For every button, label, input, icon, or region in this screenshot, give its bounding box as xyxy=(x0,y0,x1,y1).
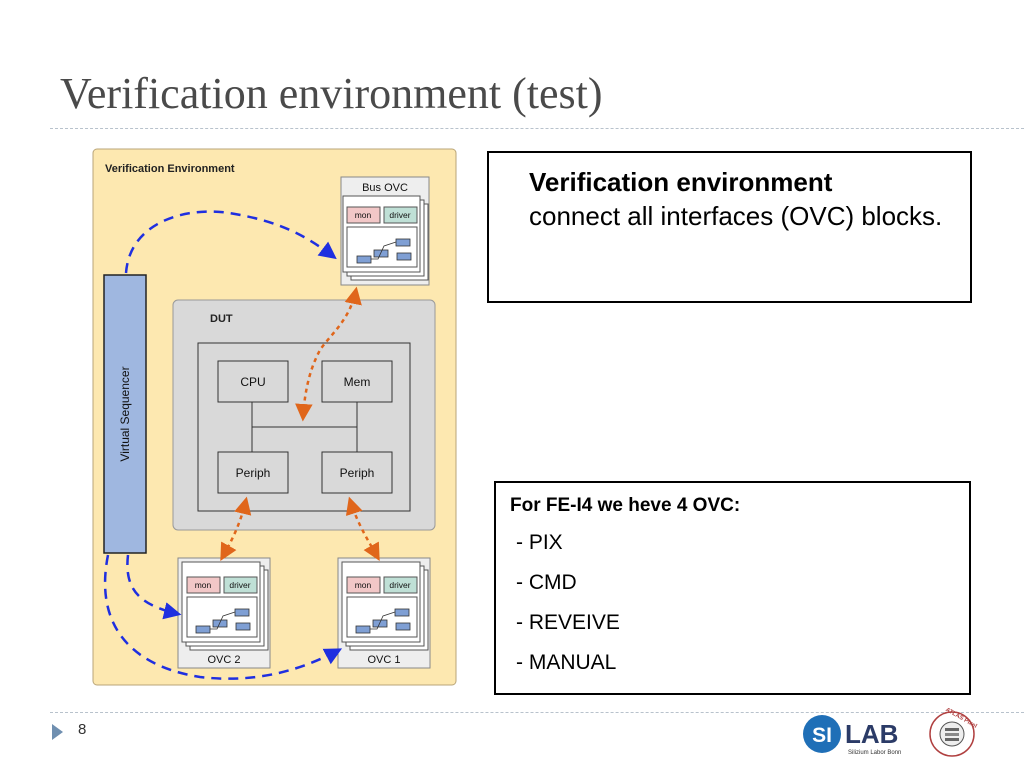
ovc2-driver: driver xyxy=(229,580,250,590)
ovc2-sequence-glyph xyxy=(195,608,251,634)
bus-ovc-sequence-glyph xyxy=(356,238,412,264)
ovc1-label: OVC 1 xyxy=(367,654,400,666)
callout-ovc-list: For FE-I4 we heve 4 OVC: - PIX - CMD - R… xyxy=(494,481,971,695)
ovc-1: mon driver OVC 1 xyxy=(337,557,431,669)
cpu-label: CPU xyxy=(240,375,265,389)
page-number: 8 xyxy=(78,721,87,738)
page-marker-icon xyxy=(52,724,63,740)
ovc1-mon: mon xyxy=(355,580,372,590)
sequencer-to-ovc1-arrow xyxy=(103,554,343,680)
ovc-list-item: - MANUAL xyxy=(516,651,617,674)
ovc-list-heading: For FE-I4 we heve 4 OVC: xyxy=(510,495,741,516)
virtual-sequencer xyxy=(103,274,147,554)
virtual-sequencer-label: Virtual Sequencer xyxy=(118,366,132,461)
cpu-block xyxy=(217,360,289,403)
periph-right-to-ovc1-arrow xyxy=(345,496,380,562)
slide-title: Verification environment (test) xyxy=(60,69,603,118)
ovc-list-item: - CMD xyxy=(516,571,577,594)
logo-subtitle: Silizium Labor Bonn xyxy=(848,750,901,756)
ovc2-label: OVC 2 xyxy=(207,654,240,666)
ovc2-mon: mon xyxy=(195,580,212,590)
sequencer-to-ovc2-arrow xyxy=(126,554,182,620)
sequencer-to-bus-ovc-arrow xyxy=(124,210,337,274)
periph-left-to-ovc2-arrow xyxy=(220,496,252,562)
ovc-list-item: - REVEIVE xyxy=(516,611,620,634)
callout-top-bold: Verification environment xyxy=(529,167,833,197)
logo-si: SI xyxy=(812,724,832,747)
callout-verification-environment: Verification environment connect all int… xyxy=(487,151,972,303)
bus-ovc-mon: mon xyxy=(355,210,372,220)
env-label: Verification Environment xyxy=(105,163,235,175)
mem-label: Mem xyxy=(344,375,371,389)
bus-ovc-driver: driver xyxy=(389,210,410,220)
periph-block-right xyxy=(321,451,393,494)
bus-ovc-label: Bus OVC xyxy=(362,182,408,194)
ovc1-driver: driver xyxy=(389,580,410,590)
logo-lab: LAB xyxy=(845,719,898,749)
ovc-2: mon driver OVC 2 xyxy=(177,557,271,669)
periph-label-right: Periph xyxy=(340,466,375,480)
ovc-list-item: - PIX xyxy=(516,531,563,554)
periph-block-left xyxy=(217,451,289,494)
title-divider xyxy=(50,128,1024,129)
ovc1-sequence-glyph xyxy=(355,608,411,634)
callout-top-text: connect all interfaces (OVC) blocks. xyxy=(529,201,943,231)
bus-ovc-to-dut-arrow xyxy=(295,286,362,422)
atlas-pixel-seal-icon: ATLAS Pixel xyxy=(929,708,978,757)
dut-label: DUT xyxy=(210,313,233,325)
periph-label-left: Periph xyxy=(236,466,271,480)
silab-logo: SI LAB Silizium Labor Bonn ATLAS Pixel xyxy=(803,708,978,757)
footer-divider xyxy=(50,712,1024,713)
bus-ovc: Bus OVC mon driver xyxy=(340,176,430,286)
